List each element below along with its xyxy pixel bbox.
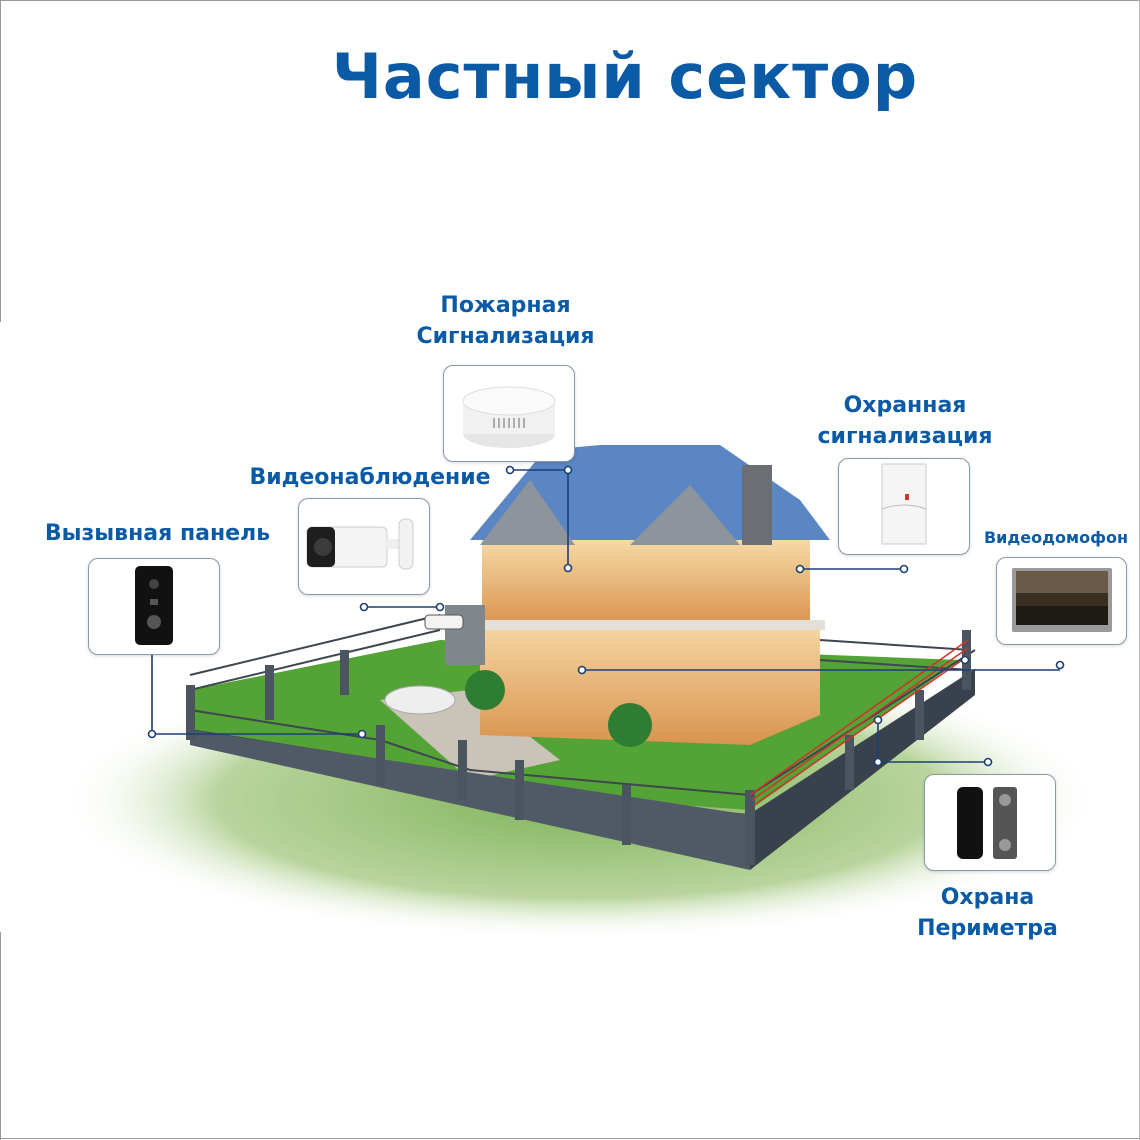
roof (470, 445, 830, 540)
gable-left (480, 480, 575, 545)
outdoor-camera (424, 614, 464, 630)
fire-alarm-label-line1: Пожарная (440, 293, 571, 318)
fire-alarm-card[interactable] (443, 365, 575, 462)
gable-right (630, 485, 740, 545)
page-title: Частный сектор (331, 40, 919, 113)
chimney (742, 465, 772, 545)
video-intercom-monitor-icon (1012, 568, 1112, 632)
fence-base-front (190, 730, 750, 870)
call-panel-label: Вызывная панель (44, 521, 271, 546)
cctv-label: Видеонаблюдение (249, 465, 491, 490)
frame-border-left-lower (0, 932, 1, 1140)
motion-sensor-icon (881, 463, 927, 545)
fire-alarm-label: Пожарная Сигнализация (398, 290, 613, 352)
car (384, 685, 456, 715)
security-alarm-label: Охранная сигнализация (800, 390, 1010, 452)
perimeter-label-line2: Периметра (917, 916, 1058, 941)
house-upper-wall (482, 540, 810, 625)
frame-border-left (0, 0, 1, 322)
perimeter-label: Охрана Периметра (885, 882, 1090, 944)
call-panel-card[interactable] (88, 558, 220, 655)
bullet-camera-icon (306, 518, 414, 570)
fence-posts (186, 630, 971, 865)
fire-alarm-label-line2: Сигнализация (416, 324, 595, 349)
house-lower-wall (480, 620, 820, 745)
frame-border-top (0, 0, 1140, 1)
security-alarm-label-line1: Охранная (843, 393, 967, 418)
door-call-panel-icon (135, 566, 173, 645)
cctv-card[interactable] (298, 498, 430, 595)
palm-tree (608, 703, 652, 747)
security-alarm-card[interactable] (838, 458, 970, 555)
palm-tree (465, 670, 505, 710)
perimeter-card[interactable] (924, 774, 1056, 871)
ir-beams (749, 639, 969, 806)
video-intercom-label: Видеодомофон (983, 528, 1129, 547)
video-intercom-card[interactable] (996, 557, 1127, 645)
garage (445, 605, 485, 665)
smoke-detector-icon (462, 386, 556, 448)
ir-beam-sensor-icon (957, 787, 1017, 859)
perimeter-label-line1: Охрана (940, 885, 1035, 910)
security-alarm-label-line2: сигнализация (817, 424, 993, 449)
frame-border-bottom (0, 1138, 1140, 1139)
connector-lines (147, 465, 1065, 767)
floor-slab (480, 620, 825, 630)
